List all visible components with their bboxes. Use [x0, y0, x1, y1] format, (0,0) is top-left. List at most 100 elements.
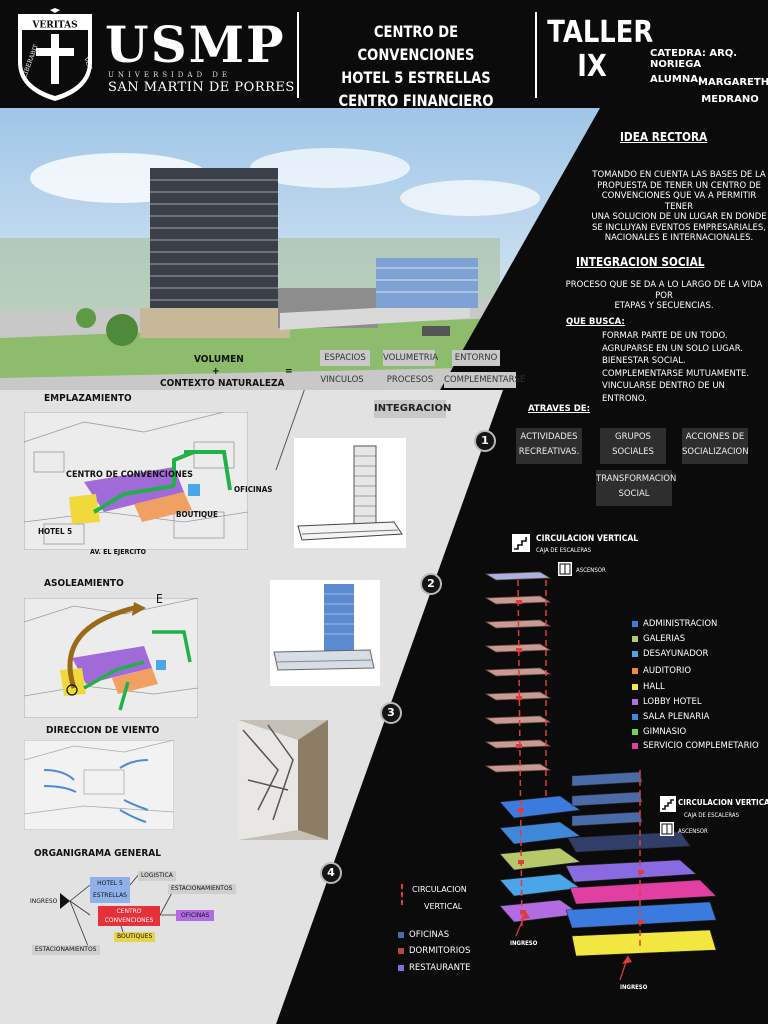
legend-swatch: [398, 931, 404, 938]
interior-render-image: [238, 720, 328, 840]
site-plan-viento: [24, 740, 174, 830]
divider: [535, 12, 537, 98]
catedra-text: CATEDRA: ARQ. NORIEGA: [650, 48, 738, 70]
viento-title: DIRECCION DE VIENTO: [46, 725, 160, 736]
busca-label: QUE BUSCA:: [566, 317, 625, 327]
idea-rectora-text: TOMANDO EN CUENTA LAS BASES DE LA PROPUE…: [591, 170, 767, 243]
site-plan-emplazamiento: [24, 412, 248, 550]
org-logistica: LOGISTICA: [138, 871, 176, 881]
volume-render-2: [270, 580, 380, 686]
ascensor-label-2: ASCENSOR: [678, 828, 708, 835]
boutique-label: BOUTIQUE: [176, 510, 218, 519]
divider: [297, 12, 299, 98]
integracion-chip: INTEGRACION: [374, 400, 451, 418]
axonometric-diagram: [484, 571, 717, 981]
atraves-chip: GRUPOS SOCIALES: [600, 428, 666, 464]
org-boutiques: BOUTIQUES: [114, 932, 156, 942]
legend-item: AUDITORIO: [632, 666, 691, 676]
oficinas-label: OFICINAS: [234, 485, 273, 494]
circ-vertical-title: CIRCULACION VERTICAL: [536, 534, 639, 544]
usmp-logo-text: USMP: [105, 15, 286, 74]
legend-swatch: [632, 728, 638, 735]
legend-item: ADMINISTRACION: [632, 619, 717, 629]
legend-item: SERVICIO COMPLEMETARIO: [632, 741, 759, 751]
circ-vertical-title-2: CIRCULACION VERTICAL: [678, 798, 768, 807]
legend-swatch: [632, 635, 638, 642]
legend-swatch: [398, 947, 404, 954]
university-line1: UNIVERSIDAD DE: [108, 71, 232, 79]
elevator-icon: [558, 562, 572, 576]
elevator-icon: [660, 822, 674, 836]
university-shield-logo: VERITAS LIBERABIT VOS: [18, 8, 93, 101]
project-title: CENTRO DE CONVENCIONES HOTEL 5 ESTRELLAS…: [338, 22, 494, 110]
circulation-legend-label: CIRCULACION VERTICAL: [412, 885, 467, 911]
ingreso-label: INGRESO: [510, 940, 538, 947]
centro-label: CENTRO DE CONVENCIONES: [66, 470, 193, 480]
org-ingreso: INGRESO: [30, 898, 58, 905]
east-marker: E: [156, 592, 163, 606]
svg-text:VERITAS: VERITAS: [31, 21, 77, 31]
legend-swatch: [632, 698, 638, 705]
legend2-item: RESTAURANTE: [398, 963, 471, 973]
atraves-chip: ACCIONES DE SOCIALIZACION: [682, 428, 749, 464]
legend-swatch: [632, 620, 638, 627]
site-plan-asoleamiento: [24, 598, 198, 718]
legend-swatch: [632, 650, 638, 657]
legend-swatch: [632, 742, 638, 749]
volume-render-1: [294, 438, 406, 548]
legend-item: LOBBY HOTEL: [632, 697, 702, 707]
circulation-line-swatch: [401, 884, 403, 908]
svg-text:VOS: VOS: [82, 55, 93, 71]
building-render-image: [0, 108, 600, 390]
busca-list: FORMAR PARTE DE UN TODO. AGRUPARSE EN UN…: [602, 331, 750, 404]
concept-chip: VINCULOS: [320, 372, 364, 388]
emplazamiento-title: EMPLAZAMIENTO: [44, 393, 132, 404]
legend-swatch: [632, 713, 638, 720]
avenida-label: AV. EL EJERCITO: [90, 548, 147, 556]
org-estacionamientos: ESTACIONAMIENTOS: [168, 884, 236, 894]
step-number: 3: [380, 702, 402, 724]
legend-item: HALL: [632, 682, 665, 692]
circ-vertical-sub-2: CAJA DE ESCALERAS: [684, 812, 740, 819]
ingreso-label: INGRESO: [620, 984, 648, 991]
legend-swatch: [632, 667, 638, 674]
stairs-icon: [660, 796, 676, 812]
contexto-label: CONTEXTO NATURALEZA: [160, 378, 285, 389]
equals-sign: =: [285, 366, 293, 377]
taller-label: TALLER IX: [547, 15, 654, 84]
atraves-label: ATRAVES DE:: [528, 404, 590, 414]
hotel-label: HOTEL 5: [38, 527, 73, 536]
idea-rectora-title: IDEA RECTORA: [620, 130, 708, 144]
step-number: 1: [474, 430, 496, 452]
alumna-name: MARGARETH MEDRANO: [698, 77, 768, 105]
legend2-item: OFICINAS: [398, 930, 449, 940]
step-number: 2: [420, 573, 442, 595]
asoleamiento-title: ASOLEAMIENTO: [44, 578, 124, 589]
legend-swatch: [398, 964, 404, 971]
step-number: 4: [320, 862, 342, 884]
concept-chip: ENTORNO: [452, 350, 500, 366]
header: VERITAS LIBERABIT VOS USMP UNIVERSIDAD D…: [0, 0, 768, 110]
atraves-chip: ACTIVIDADES RECREATIVAS.: [516, 428, 582, 464]
legend-swatch: [632, 683, 638, 690]
legend2-item: DORMITORIOS: [398, 946, 470, 956]
volumen-label: VOLUMEN: [194, 354, 244, 365]
concept-chip: ESPACIOS: [320, 350, 370, 366]
concept-chip: VOLUMETRIA: [383, 350, 438, 366]
stairs-icon: [512, 534, 530, 552]
ascensor-label: ASCENSOR: [576, 567, 606, 574]
alumna-label: ALUMNA:: [650, 74, 703, 85]
legend-item: GALERIAS: [632, 634, 685, 644]
concept-chip: PROCESOS: [386, 372, 434, 388]
concept-chip: COMPLEMENTARSE: [444, 372, 525, 388]
org-estacionamientos-2: ESTACIONAMIENTOS: [32, 945, 100, 955]
org-oficinas: OFICINAS: [176, 910, 215, 921]
organigrama-title: ORGANIGRAMA GENERAL: [34, 848, 161, 859]
university-line2: SAN MARTIN DE PORRES: [108, 80, 295, 95]
legend-item: SALA PLENARIA: [632, 712, 709, 722]
integracion-social-text: PROCESO QUE SE DA A LO LARGO DE LA VIDA …: [565, 280, 763, 311]
legend-item: DESAYUNADOR: [632, 649, 708, 659]
legend-item: GIMNASIO: [632, 727, 686, 737]
